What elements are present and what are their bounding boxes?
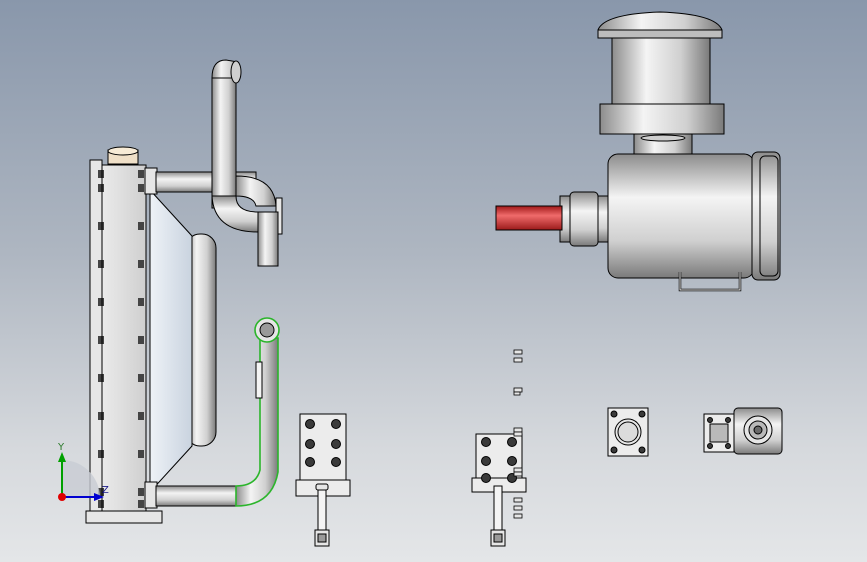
radiator-core <box>149 188 193 494</box>
bolts <box>513 349 523 519</box>
motor-body <box>607 153 755 279</box>
motor-shaft[interactable] <box>495 205 563 231</box>
flange[interactable] <box>607 407 649 457</box>
outlet-hose[interactable] <box>155 317 280 507</box>
filler-cap-top <box>107 146 139 156</box>
radiator-base <box>85 510 163 524</box>
bracket-left[interactable] <box>295 413 351 547</box>
bracket-left-holes <box>305 419 341 467</box>
triad-x-axis <box>58 493 66 501</box>
motor-housing-top <box>611 37 711 105</box>
bracket-right[interactable] <box>471 433 527 547</box>
upper-outlet <box>144 167 158 195</box>
radiator[interactable] <box>85 146 217 524</box>
gear-pump[interactable] <box>703 407 783 455</box>
motor[interactable] <box>495 11 781 292</box>
radiator-bolts <box>98 170 144 508</box>
triad-z-label: Z <box>102 485 109 496</box>
bracket-right-holes <box>481 437 517 483</box>
triad-y-label: Y <box>57 442 65 453</box>
inlet-pipe[interactable] <box>155 59 283 267</box>
lower-outlet <box>144 481 158 509</box>
axis-triad: Y Z <box>57 442 109 501</box>
